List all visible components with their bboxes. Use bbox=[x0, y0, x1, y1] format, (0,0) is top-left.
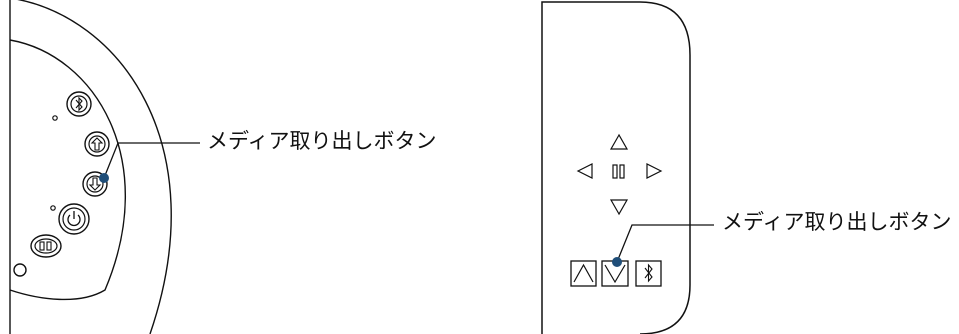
right-device-outline bbox=[541, 1, 691, 334]
pause-icon bbox=[612, 164, 625, 179]
power-icon bbox=[67, 211, 81, 227]
left-callout-dot bbox=[99, 173, 109, 183]
volume-up-button[interactable] bbox=[84, 131, 110, 157]
bluetooth-button[interactable] bbox=[66, 91, 92, 117]
arrow-down-icon bbox=[88, 177, 102, 191]
right-callout-dot bbox=[612, 257, 622, 267]
media-eject-icon bbox=[604, 264, 626, 284]
left-triangle-icon bbox=[576, 163, 593, 179]
left-device bbox=[9, 0, 172, 334]
volume-up-icon bbox=[573, 263, 594, 283]
right-callout-leader bbox=[612, 224, 714, 267]
right-triangle-icon bbox=[646, 163, 663, 179]
down-triangle-icon bbox=[609, 199, 629, 216]
bluetooth-button[interactable] bbox=[635, 260, 662, 287]
play-pause-button[interactable] bbox=[30, 234, 62, 258]
up-triangle-icon bbox=[609, 133, 629, 150]
left-device-inner-face bbox=[9, 39, 127, 301]
arrow-up-icon bbox=[90, 137, 104, 151]
power-button[interactable] bbox=[58, 203, 90, 235]
left-callout-leader bbox=[99, 142, 200, 183]
bluetooth-icon bbox=[75, 96, 83, 112]
volume-up-button[interactable] bbox=[570, 260, 597, 287]
right-callout-label: メディア取り出しボタン bbox=[722, 210, 952, 234]
left-device-foot bbox=[13, 263, 27, 277]
left-device-outer-shell bbox=[16, 0, 172, 334]
pause-icon bbox=[39, 241, 52, 251]
left-callout-label: メディア取り出しボタン bbox=[207, 129, 437, 153]
bluetooth-icon bbox=[644, 263, 653, 283]
status-indicator-dot bbox=[52, 115, 58, 121]
power-indicator-dot bbox=[50, 205, 56, 211]
